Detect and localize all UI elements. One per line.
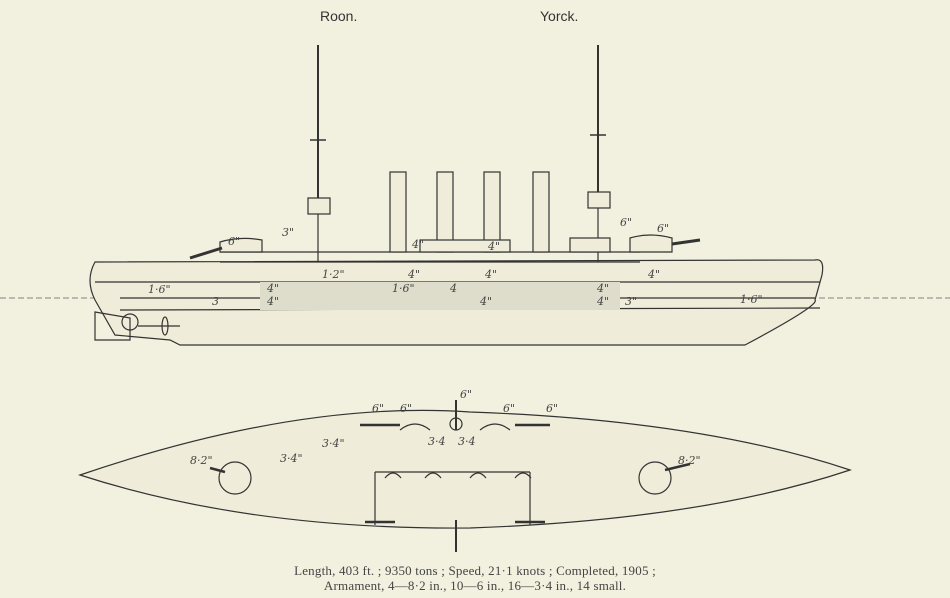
label: 4" — [266, 282, 279, 295]
label: 4" — [407, 268, 420, 281]
label: 6" — [400, 402, 412, 415]
label: 3·4 — [458, 435, 476, 448]
label: 6" — [657, 222, 669, 235]
funnels — [389, 171, 550, 253]
label: 4" — [484, 268, 497, 281]
turrets-profile — [189, 234, 701, 260]
armor-labels-profile: 6" 3" 4" 4" 6" 6" 1·6" 3 4" 4" 1·2" 1·6"… — [148, 216, 763, 308]
label: 4" — [596, 282, 609, 295]
label: 8·2" — [190, 454, 213, 467]
label: 4" — [647, 268, 660, 281]
label: 6" — [460, 388, 472, 401]
label: 3" — [625, 295, 637, 308]
hull-plan — [78, 400, 852, 552]
label: 3·4 — [428, 435, 446, 448]
label: 4" — [596, 295, 609, 308]
label: 6" — [372, 402, 384, 415]
label: 1·2" — [322, 268, 345, 281]
label: 3·4" — [322, 437, 345, 450]
label: 3 — [212, 295, 219, 308]
label: 4 — [449, 282, 457, 295]
label: 6" — [228, 235, 240, 248]
caption-line-1: Length, 403 ft. ; 9350 tons ; Speed, 21·… — [294, 563, 656, 578]
label: 6" — [503, 402, 515, 415]
armor-labels-plan: 6" 6" 6" 6" 6" 3·4 3·4 3·4" 3·4" 8·2" 8·… — [190, 388, 701, 467]
label: 4" — [487, 240, 500, 253]
label: 4" — [479, 295, 492, 308]
title-roon: Roon. — [320, 8, 358, 24]
label: 3·4" — [280, 452, 303, 465]
hull-profile — [89, 251, 824, 346]
label: 1·6" — [148, 283, 171, 296]
label: 4" — [411, 238, 424, 251]
title-yorck: Yorck. — [540, 8, 579, 24]
caption-line-2: Armament, 4—8·2 in., 10—6 in., 16—3·4 in… — [323, 578, 627, 593]
label: 4" — [266, 295, 279, 308]
label: 8·2" — [678, 454, 701, 467]
masts — [307, 45, 611, 262]
label: 1·6" — [392, 282, 415, 295]
label: 3" — [282, 226, 294, 239]
label: 1·6" — [740, 293, 763, 306]
label: 6" — [546, 402, 558, 415]
label: 6" — [620, 216, 632, 229]
